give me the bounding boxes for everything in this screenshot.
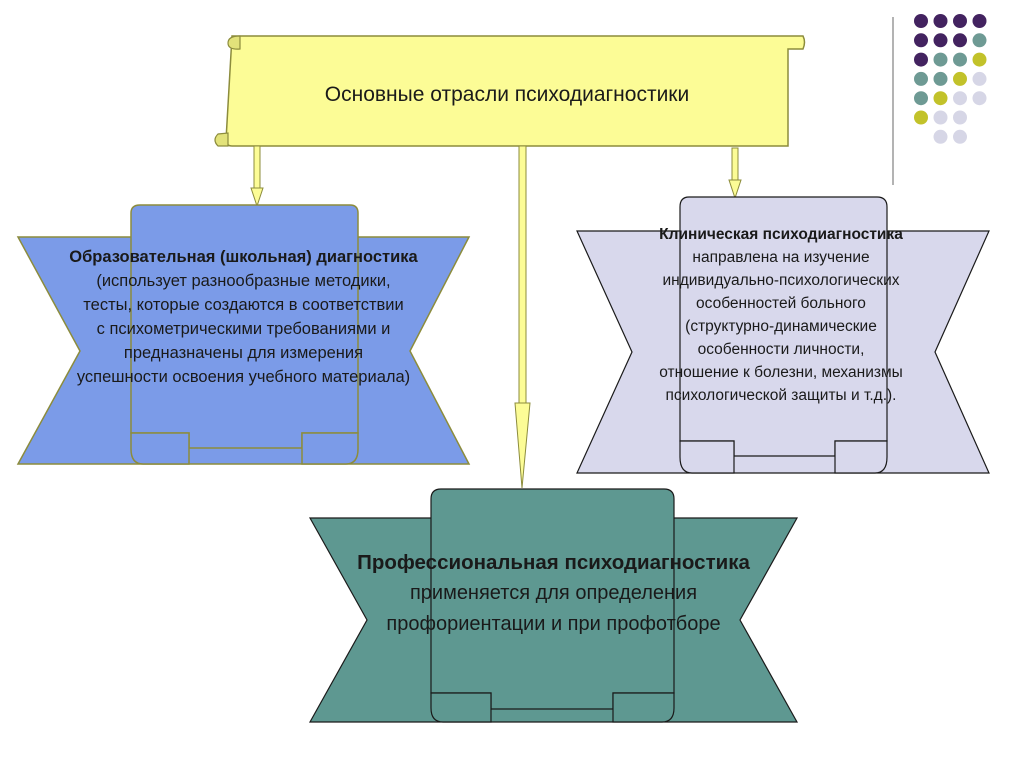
clinical-line: особенностей больного bbox=[696, 295, 866, 312]
decorative-dot bbox=[933, 71, 948, 86]
decorative-dot bbox=[933, 129, 948, 144]
decorative-dot bbox=[933, 52, 948, 67]
decorative-dot bbox=[972, 14, 987, 28]
decorative-dot bbox=[953, 33, 967, 48]
title-scroll-curl-top bbox=[227, 35, 241, 50]
clinical-line: отношение к болезни, механизмы bbox=[659, 364, 903, 381]
clinical-line: психологической защиты и т.д.). bbox=[665, 387, 897, 404]
decorative-dot bbox=[933, 110, 948, 125]
educational-line: тесты, которые создаются в соответствии bbox=[83, 296, 404, 314]
educational-line: (использует разнообразные методики, bbox=[96, 272, 391, 290]
professional-banner bbox=[308, 488, 799, 723]
decorative-dot bbox=[972, 91, 987, 106]
decorative-dot bbox=[914, 52, 928, 67]
arrow-to-educational bbox=[250, 145, 264, 208]
decorative-dot bbox=[933, 33, 948, 48]
arrow-to-clinical bbox=[728, 147, 742, 200]
educational-banner bbox=[16, 204, 471, 465]
clinical-line: особенности личности, bbox=[697, 341, 865, 358]
decorative-dot bbox=[953, 71, 967, 86]
clinical-banner bbox=[576, 196, 990, 474]
decorative-dot bbox=[914, 91, 928, 106]
educational-text-block: Образовательная (школьная) диагностика (… bbox=[18, 245, 469, 389]
decorative-dot bbox=[953, 110, 967, 125]
professional-line: применяется для определения bbox=[409, 582, 698, 604]
professional-banner-foot-right bbox=[612, 692, 675, 723]
clinical-line: (структурно-динамические bbox=[685, 318, 877, 335]
professional-banner-foot-left bbox=[430, 692, 492, 723]
title-scroll bbox=[214, 35, 806, 147]
arrow-to-professional bbox=[514, 145, 531, 489]
diagram-title: Основные отрасли психодиагностики bbox=[324, 83, 690, 106]
clinical-banner-foot-right bbox=[834, 440, 888, 474]
clinical-banner-foot-left bbox=[679, 440, 735, 474]
educational-banner-foot-left bbox=[130, 432, 190, 465]
decorative-dot bbox=[972, 71, 987, 86]
professional-text-block: Профессиональная психодиагностика примен… bbox=[290, 547, 817, 640]
professional-heading: Профессиональная психодиагностика bbox=[357, 551, 750, 574]
decorative-dot bbox=[914, 14, 928, 28]
clinical-heading: Клиническая психодиагностика bbox=[659, 226, 903, 243]
clinical-line: направлена на изучение bbox=[692, 249, 870, 266]
decorative-dot bbox=[972, 52, 987, 67]
decorative-dot bbox=[953, 129, 967, 144]
decorative-dot bbox=[933, 14, 948, 28]
clinical-line: индивидуально-психологических bbox=[662, 272, 900, 289]
educational-line: предназначены для измерения bbox=[123, 344, 364, 362]
educational-heading: Образовательная (школьная) диагностика bbox=[69, 248, 418, 266]
title-scroll-curl-bottom bbox=[214, 132, 229, 147]
decorative-dot bbox=[972, 33, 987, 48]
decorative-dot-grid bbox=[914, 14, 987, 144]
educational-banner-foot-right bbox=[301, 432, 359, 465]
decorative-dot bbox=[933, 91, 948, 106]
decorative-dot bbox=[914, 110, 928, 125]
decorative-dot bbox=[953, 91, 967, 106]
educational-line: с психометрическими требованиями и bbox=[96, 320, 391, 338]
decorative-dot bbox=[914, 71, 928, 86]
decorative-dot bbox=[953, 14, 967, 28]
decorative-dot bbox=[914, 33, 928, 48]
decorative-dot bbox=[953, 52, 967, 67]
professional-line: профориентации и при профотборе bbox=[386, 613, 721, 635]
educational-line: успешности освоения учебного материала) bbox=[76, 368, 411, 386]
clinical-text-block: Клиническая психодиагностика направлена … bbox=[600, 223, 962, 407]
